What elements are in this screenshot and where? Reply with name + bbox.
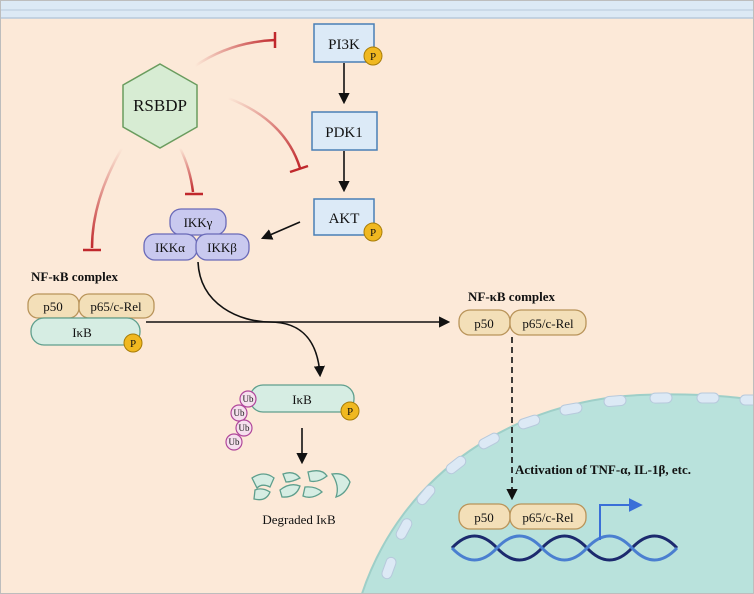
phospho-icon (363, 46, 383, 66)
ikb-label: IκB (292, 392, 312, 407)
rsbdp-label: RSBDP (133, 96, 187, 115)
degraded-ikb-fragments (251, 470, 351, 501)
phospho-icon (123, 333, 143, 353)
activation-text: Activation of TNF-α, IL-1β, etc. (515, 462, 691, 477)
dna-strand-light (450, 534, 679, 562)
nfkb-left-complex: p50 p65/c-Rel IκB P (27, 293, 155, 353)
inhibit-akt-bar (289, 164, 309, 174)
inhibit-ikk-line (178, 147, 195, 193)
degraded-ikb-caption: Degraded IκB (262, 512, 336, 527)
pi3k-node: PI3K P (313, 23, 383, 66)
phospho-icon (363, 222, 383, 242)
ikk-beta-label: IKKβ (207, 240, 237, 255)
pdk1-label: PDK1 (325, 125, 363, 141)
p50-label: p50 (474, 510, 494, 525)
rsbdp-node: RSBDP (122, 63, 198, 149)
ikk-gamma-label: IKKγ (184, 215, 213, 230)
ubiquitin-chain (225, 390, 257, 451)
ikb-ubiquitinated: IκB P Ub Ub Ub Ub (225, 384, 360, 451)
phospho-label: P (370, 51, 376, 63)
p65-label: p65/c-Rel (522, 316, 574, 331)
nuclear-envelope (381, 392, 754, 580)
ikb-label: IκB (72, 325, 92, 340)
phospho-icon (340, 401, 360, 421)
arrow-akt-ikk (260, 221, 301, 240)
transcription-start-arrow (599, 498, 643, 540)
phospho-label: P (130, 338, 136, 350)
inhibit-akt-line (227, 96, 302, 169)
pdk1-node: PDK1 (311, 111, 378, 151)
pi3k-label: PI3K (328, 37, 360, 53)
nfkb-right-title: NF-κB complex (468, 289, 556, 304)
p65-label: p65/c-Rel (522, 510, 574, 525)
nfkb-nuclear-complex: p50 p65/c-Rel (458, 503, 587, 530)
inhibit-pi3k-line (194, 38, 276, 68)
ikk-gamma-shape (169, 208, 227, 236)
p65-label: p65/c-Rel (90, 299, 142, 314)
arrow-ikk-to-degradation (197, 261, 325, 378)
ikk-beta-shape (195, 233, 250, 261)
phospho-label: P (347, 406, 353, 418)
ikk-alpha-label: IKKα (155, 240, 185, 255)
rsbdp-hexagon (122, 63, 198, 149)
ubiquitin-label: Ub (243, 394, 254, 404)
akt-label: AKT (329, 211, 360, 227)
nfkb-right-complex: p50 p65/c-Rel (458, 309, 587, 336)
ikb-shape (30, 317, 141, 346)
ubiquitin-label: Ub (229, 437, 240, 447)
akt-node: AKT P (313, 198, 383, 242)
dna-strand-dark (450, 534, 679, 562)
inhibition-lines (83, 32, 309, 252)
ikk-complex: IKKγ IKKα IKKβ (143, 208, 250, 261)
cell-membrane (0, 0, 754, 19)
dna-helix (450, 534, 679, 562)
p50-label: p50 (474, 316, 494, 331)
phospho-label: P (370, 227, 376, 239)
p50-label: p50 (43, 299, 63, 314)
ubiquitin-label: Ub (239, 423, 250, 433)
ubiquitin-label: Ub (234, 408, 245, 418)
inhibit-nfkb-line (90, 147, 124, 249)
nfkb-left-title: NF-κB complex (31, 269, 119, 284)
